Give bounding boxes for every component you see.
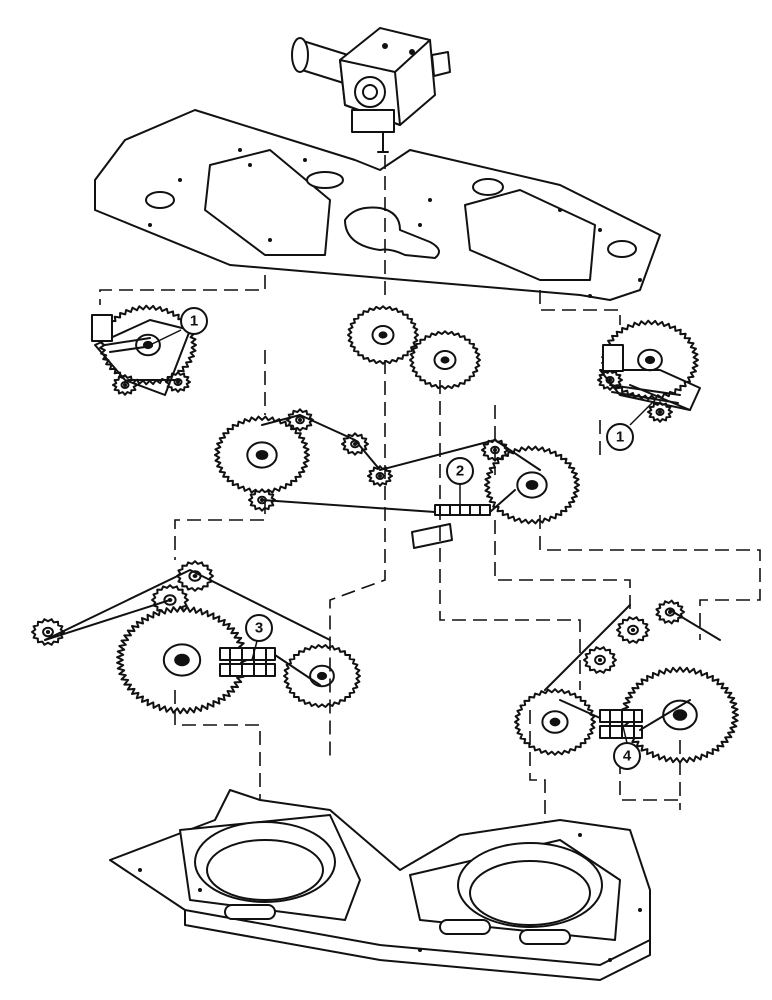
sprocket: [484, 445, 580, 525]
callout-3: 3: [245, 614, 273, 661]
callout-2-label: 2: [456, 463, 464, 480]
top-mounting-plate: [94, 109, 661, 301]
sprocket: [601, 319, 699, 401]
chain-2: [434, 504, 491, 516]
connector-block: [411, 523, 453, 549]
callout-1b: 1: [606, 399, 656, 451]
callout-1a: 1: [149, 307, 208, 346]
callout-1b-label: 1: [616, 429, 624, 446]
tensioner-right: [599, 344, 701, 411]
sprocket: [616, 616, 650, 644]
gearbox: [291, 27, 451, 153]
callout-4-label: 4: [623, 748, 632, 765]
callout-2: 2: [446, 457, 474, 505]
callout-1a-label: 1: [190, 313, 198, 330]
sprocket: [116, 605, 248, 715]
sprocket-group: [31, 304, 739, 764]
sprocket: [283, 644, 361, 708]
sprocket: [514, 688, 596, 756]
sprocket: [583, 646, 617, 674]
sprocket: [214, 415, 310, 495]
sprocket: [647, 401, 673, 423]
sprocket: [286, 408, 314, 432]
sprocket: [655, 599, 685, 625]
tensioner-left: [91, 314, 191, 396]
chain-lines: [44, 379, 721, 731]
callout-3-label: 3: [255, 620, 263, 637]
sprocket: [367, 465, 393, 487]
sprocket: [409, 330, 481, 390]
chain-3: [219, 647, 276, 677]
sprocket: [31, 618, 65, 646]
sprocket: [621, 666, 739, 764]
sprocket: [176, 560, 214, 592]
callout-4: 4: [613, 721, 641, 770]
bottom-housing: [109, 789, 651, 981]
sprocket: [347, 305, 419, 365]
